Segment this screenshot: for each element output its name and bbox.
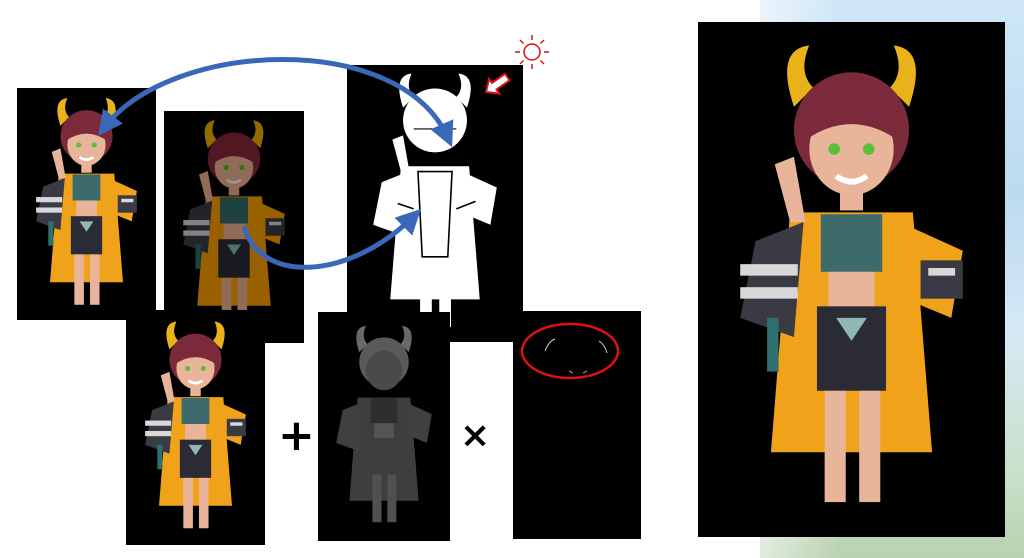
grayscale-panel bbox=[318, 312, 450, 541]
character-grayscale-image bbox=[336, 325, 432, 523]
character-final-render-image bbox=[698, 22, 1005, 537]
red-ellipse-marker bbox=[520, 322, 620, 380]
character-base-color-image bbox=[34, 96, 139, 307]
rim-mask-image bbox=[520, 322, 620, 380]
light-mask-panel bbox=[347, 65, 523, 342]
shaded-color-panel bbox=[164, 111, 304, 343]
character-result-image bbox=[143, 320, 248, 530]
final-render-panel bbox=[698, 22, 1005, 537]
rim-mask-panel bbox=[513, 311, 641, 539]
sun-icon bbox=[515, 35, 549, 69]
plus-operator: + bbox=[278, 410, 315, 461]
times-operator: × bbox=[460, 415, 491, 456]
result-color-panel bbox=[126, 310, 265, 545]
base-color-panel bbox=[17, 88, 156, 320]
character-shaded-image bbox=[181, 118, 287, 330]
character-light-mask-image bbox=[372, 72, 498, 328]
